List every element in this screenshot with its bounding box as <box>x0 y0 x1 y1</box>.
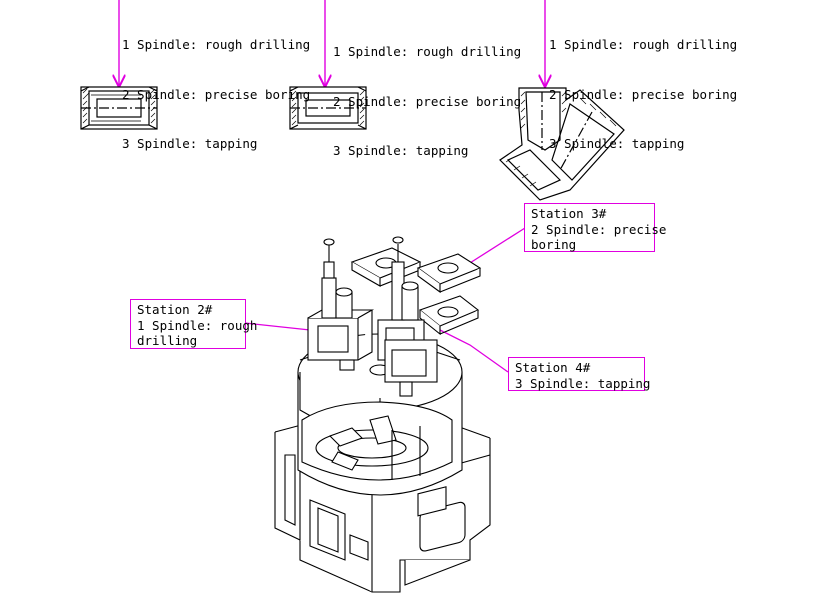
workpiece-3 <box>499 87 625 201</box>
spec-2-line-3: 3 Spindle: tapping <box>333 143 469 158</box>
callout-station-2-line-1: 1 Spindle: rough <box>137 317 258 333</box>
spec-block-1: 1 Spindle: rough drilling 2 Spindle: pre… <box>122 4 310 169</box>
callout-station-2-line-2: drilling <box>137 333 198 348</box>
callout-station-4-line-1: 3 Spindle: tapping <box>515 375 651 391</box>
spindle-station-2 <box>307 238 375 371</box>
spec-block-3: 1 Spindle: rough drilling 2 Spindle: pre… <box>549 4 737 169</box>
spec-1-line-2: 2 Spindle: precise boring <box>122 86 311 102</box>
workpiece-1 <box>80 86 158 130</box>
spec-3-line-3: 3 Spindle: tapping <box>549 136 685 151</box>
workpiece-2 <box>289 86 367 130</box>
leader-station-3 <box>461 227 526 269</box>
leader-station-2 <box>244 322 311 331</box>
callout-station-3: Station 3# 2 Spindle: precise boring <box>524 203 667 252</box>
spec-1-line-3: 3 Spindle: tapping <box>122 136 258 151</box>
spindle-arms <box>350 236 482 397</box>
callout-station-2: Station 2# 1 Spindle: rough drilling <box>130 299 258 349</box>
callout-station-3-line-2: boring <box>531 237 577 252</box>
callout-station-4-title: Station 4# <box>515 360 591 375</box>
spec-3-line-1: 1 Spindle: rough drilling <box>549 37 738 52</box>
callout-station-4: Station 4# 3 Spindle: tapping <box>508 357 651 391</box>
callout-station-2-title: Station 2# <box>137 302 213 317</box>
spec-2-line-1: 1 Spindle: rough drilling <box>333 44 522 59</box>
spec-2-line-2: 2 Spindle: precise boring <box>333 93 522 109</box>
spec-3-line-2: 2 Spindle: precise boring <box>549 86 738 102</box>
callout-station-3-line-1: 2 Spindle: precise <box>531 221 667 237</box>
spec-block-2: 1 Spindle: rough drilling 2 Spindle: pre… <box>333 11 521 176</box>
spec-1-line-1: 1 Spindle: rough drilling <box>122 37 311 52</box>
callout-station-3-title: Station 3# <box>531 206 607 221</box>
leader-station-4 <box>439 329 509 373</box>
